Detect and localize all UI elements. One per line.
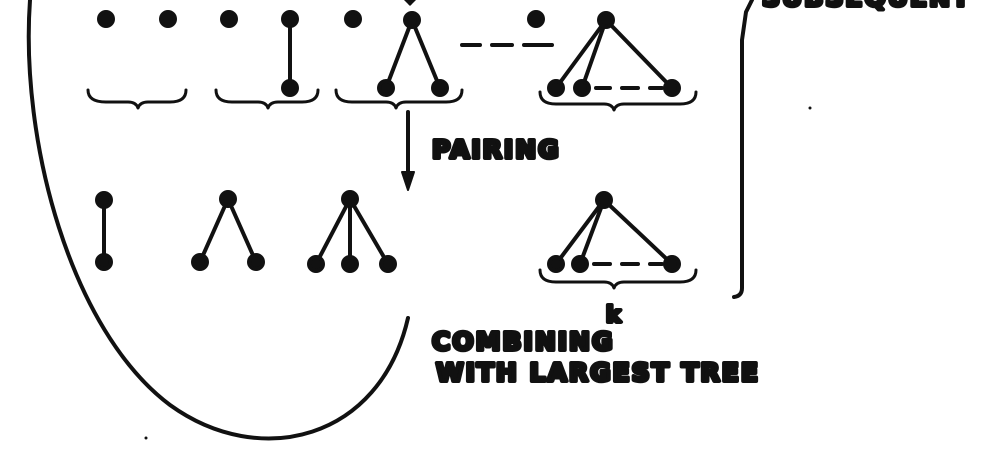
tree-node [663,79,681,97]
brace [214,88,320,110]
tree-node [95,191,113,209]
k-label: k [606,303,622,328]
right-bracket [732,0,754,299]
brace [86,88,188,110]
single-node [159,10,177,28]
speck [144,436,148,440]
top-right-fragment-label: SUBSEQUENT [762,0,971,12]
tree-node [547,79,565,97]
tree-node [663,255,681,273]
tree-node [307,255,325,273]
single-node [344,10,362,28]
k-brace [538,268,698,290]
tree-node [219,190,237,208]
tree-node [281,79,299,97]
loop-arc [26,0,410,441]
tree-node [431,79,449,97]
single-node [97,10,115,28]
tree-node [571,255,589,273]
bottom-row-trees [95,190,681,273]
top-arrow-icon [404,0,416,6]
tree-node [547,255,565,273]
top-row-braces [86,88,698,112]
tree-node [379,255,397,273]
speck [808,106,812,110]
largest-tree-label: WITH LARGEST TREE [436,358,760,387]
tree-node [595,191,613,209]
tree-node [573,79,591,97]
tree-node [191,253,209,271]
tree-node [403,11,421,29]
tree-node [377,79,395,97]
pairing-label: PAIRING [432,135,561,164]
pairing-arrow-icon [401,110,415,191]
combining-label: COMBINING [432,327,615,356]
top-row-trees [97,10,681,97]
brace [334,88,464,110]
tree-node [597,11,615,29]
single-node [220,10,238,28]
tree-node [341,190,359,208]
tree-node [247,253,265,271]
tree-node [281,10,299,28]
tree-node [341,255,359,273]
tree-node [95,253,113,271]
brace [538,90,698,112]
